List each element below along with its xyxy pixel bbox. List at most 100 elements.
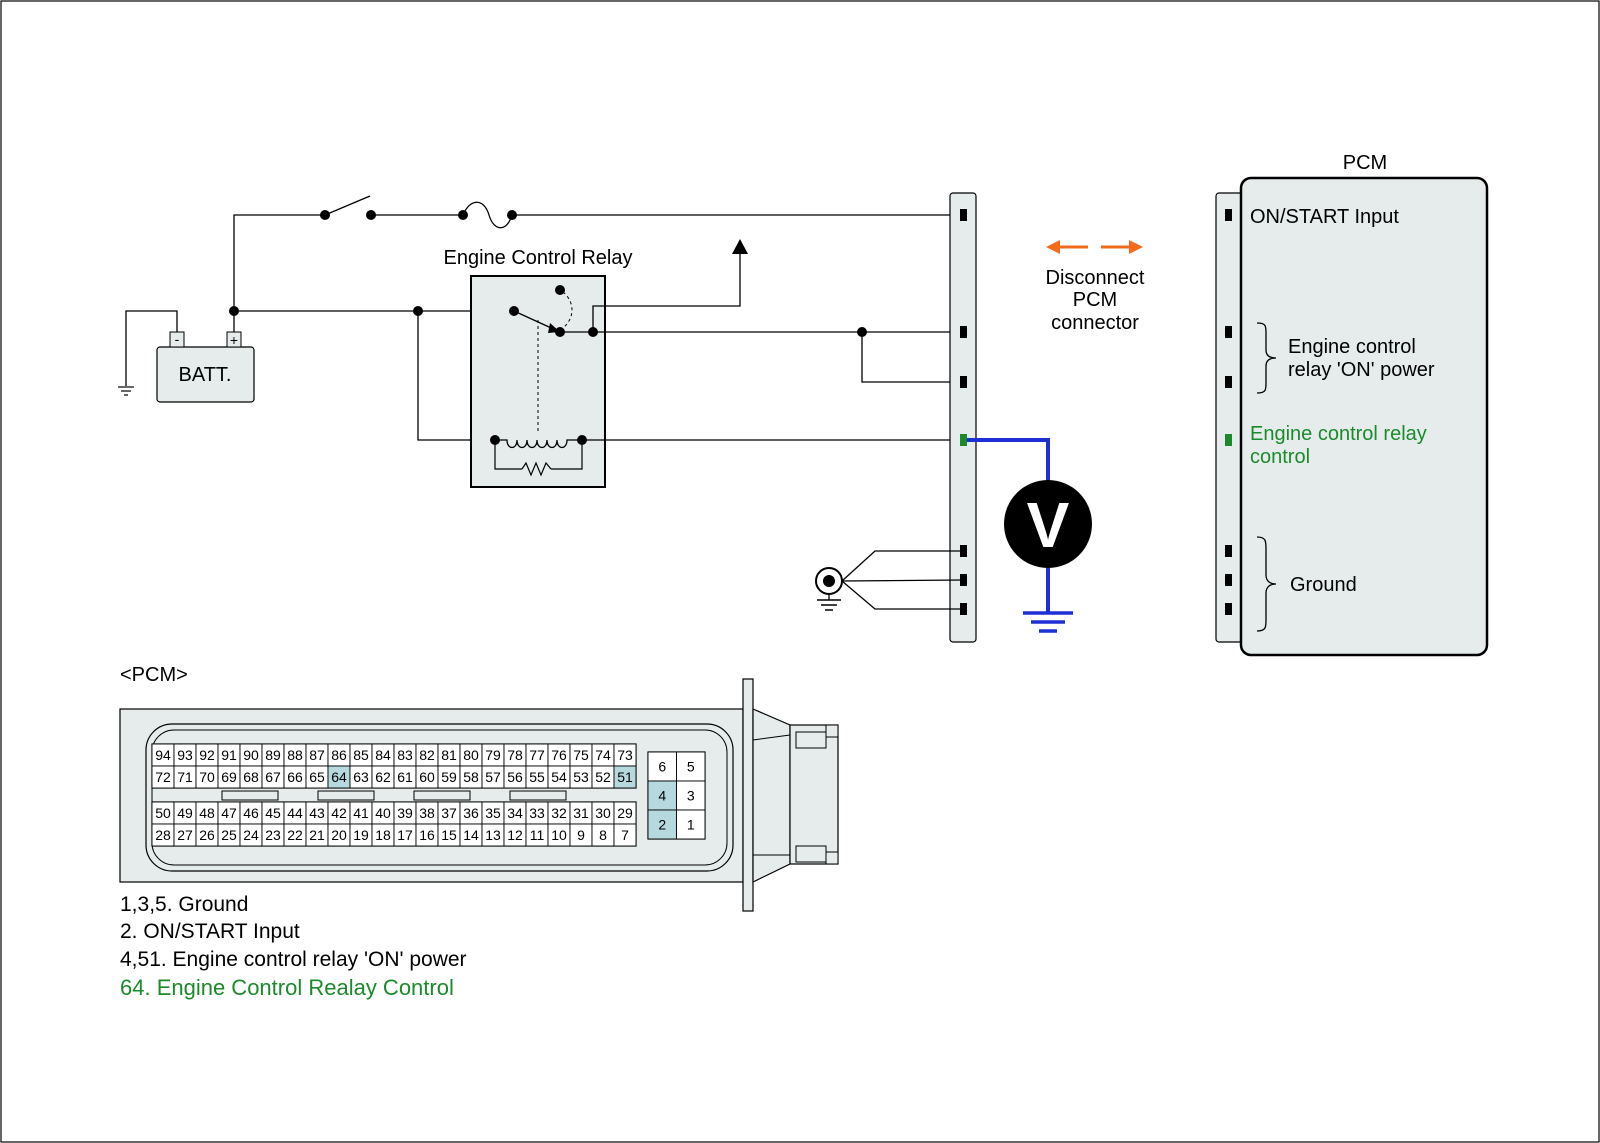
battery-plus-sign: + [230,332,238,348]
pin-number: 9 [577,827,585,843]
pin-number: 25 [221,827,237,843]
pin-number: 41 [353,805,369,821]
pin-number: 58 [463,769,479,785]
pin-cell [647,751,677,782]
legend-relay-power: 4,51. Engine control relay 'ON' power [120,948,467,971]
pin-number: 30 [595,805,611,821]
pin-number: 20 [331,827,347,843]
pin-number: 7 [621,827,629,843]
pin-number: 72 [155,769,171,785]
pin-number: 13 [485,827,501,843]
pin-number: 66 [287,769,303,785]
pin-number: 80 [463,747,479,763]
pin-number: 24 [243,827,259,843]
pin-number: 74 [595,747,611,763]
pin-number: 47 [221,805,237,821]
pin-number: 6 [658,759,666,775]
pin-number: 81 [441,747,457,763]
connector-title: <PCM> [120,664,188,686]
pin-number: 59 [441,769,457,785]
brace-icon [1256,536,1277,632]
pcm-module [1215,176,1489,657]
junction-dot [229,306,239,316]
pin-number: 87 [309,747,325,763]
pcm-relay-control-label-line1: Engine control relay [1250,423,1427,445]
battery-ground-wire [125,310,178,386]
pin-number: 61 [397,769,413,785]
fuse-icon [458,201,517,229]
pin-number: 19 [353,827,369,843]
pcm-relay-power-label-line1: Engine control [1288,336,1416,358]
coil-feed-wire [417,311,495,441]
pcm-on-start-label: ON/START Input [1250,206,1399,228]
pin-number: 11 [530,827,545,843]
pin-number: 79 [485,747,501,763]
pin-number: 3 [687,788,695,804]
pin-number: 31 [573,805,589,821]
pin-number: 54 [551,769,567,785]
disconnect-note-line3: connector [1051,312,1139,334]
pin-number: 50 [155,805,171,821]
voltmeter: V [1004,480,1092,568]
pin-number: 65 [309,769,325,785]
pin-number: 62 [375,769,391,785]
pin-number: 73 [617,747,633,763]
relay-power-out-wire [592,250,741,332]
pin-number: 84 [375,747,391,763]
pin-number: 14 [463,827,479,843]
relay-title: Engine Control Relay [444,247,633,269]
pin-number: 48 [199,805,215,821]
pin-number: 34 [507,805,523,821]
connector-latch [742,678,754,912]
pin-number: 44 [287,805,303,821]
brace-icon [1256,322,1277,394]
pin-number: 75 [573,747,589,763]
pin-number: 78 [507,747,523,763]
pin-number: 16 [419,827,435,843]
pin-number: 70 [199,769,215,785]
pin-number: 46 [243,805,259,821]
pin-number: 57 [485,769,501,785]
pin-number: 15 [441,827,457,843]
pin-number: 89 [265,747,281,763]
disconnect-note-line1: Disconnect [1046,267,1145,289]
pin-number: 21 [309,827,325,843]
chassis-ground [815,550,963,611]
ground-icon [118,386,134,396]
pin-number: 69 [221,769,237,785]
pin-cell [676,809,706,840]
pin-number: 1 [687,817,695,833]
pin-number: 43 [309,805,325,821]
pin-number: 18 [375,827,391,843]
pin-number: 49 [177,805,193,821]
pin-number: 10 [551,827,567,843]
pin-number: 37 [441,805,457,821]
pin-number: 67 [265,769,281,785]
pin-number: 35 [485,805,501,821]
battery-label: BATT. [179,364,232,386]
arrow-up-icon [732,239,748,254]
pin-number: 85 [353,747,369,763]
pin-number: 92 [199,747,215,763]
pin-number: 71 [177,769,193,785]
pin-number: 26 [199,827,215,843]
voltmeter-body [1004,480,1092,568]
pin-number: 83 [397,747,413,763]
pin-number: 91 [221,747,237,763]
harness-connector [949,192,977,643]
pin-number: 40 [375,805,391,821]
pin-number: 86 [331,747,347,763]
pin-number: 51 [617,769,633,785]
pin-number: 28 [155,827,171,843]
pin-number: 32 [551,805,567,821]
pin-number: 45 [265,805,281,821]
pin-number: 53 [573,769,589,785]
relay-power-branch-wire [861,332,962,383]
pin-number: 5 [687,759,695,775]
pin-number: 2 [658,817,666,833]
control-pin-marker [960,434,967,446]
pin-number: 17 [397,827,413,843]
pin-number: 23 [265,827,281,843]
pin-number: 39 [397,805,413,821]
pin-number: 38 [419,805,435,821]
